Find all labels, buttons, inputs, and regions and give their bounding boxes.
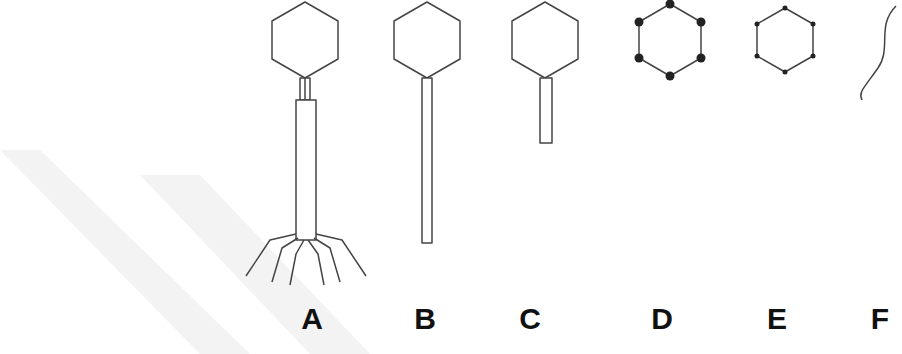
short-tail (540, 78, 552, 143)
tail-fiber (308, 240, 324, 285)
tail-fiber (246, 234, 296, 276)
capsid-head (512, 2, 578, 78)
capsid-head (272, 2, 338, 78)
vertex-dot (697, 18, 706, 27)
capsid-head (757, 8, 813, 72)
tail-fibers (246, 234, 366, 285)
vertex-spikes (755, 6, 816, 75)
vertex-dot (811, 54, 816, 59)
capsid-head (639, 4, 701, 76)
panel-letter: C (519, 304, 541, 334)
tail-fiber (290, 240, 304, 285)
vertex-dot (697, 54, 706, 63)
vertex-dot (666, 72, 675, 81)
watermark-stripe (0, 150, 250, 354)
long-tail (422, 78, 432, 243)
panel-letter: E (767, 304, 787, 334)
panel-letter: F (871, 304, 889, 334)
vertex-dot (666, 0, 675, 9)
phage-neck (304, 78, 306, 100)
vertex-dot (755, 22, 760, 27)
tail-fiber (316, 234, 366, 276)
panel-letter: A (301, 304, 323, 334)
vertex-spikes (635, 0, 706, 81)
vertex-dot (755, 54, 760, 59)
watermark-stripe (140, 175, 370, 354)
vertex-dot (783, 70, 788, 75)
panel-letter: D (651, 304, 673, 334)
panel-letter: B (414, 304, 436, 334)
phage-tail (296, 100, 316, 240)
vertex-dot (635, 54, 644, 63)
tail-fiber (314, 238, 340, 282)
capsid-head (394, 2, 460, 78)
vertex-dot (811, 22, 816, 27)
vertex-dot (783, 6, 788, 11)
vertex-dot (635, 18, 644, 27)
filamentous-virus (861, 6, 896, 100)
phage-neck (300, 78, 310, 100)
